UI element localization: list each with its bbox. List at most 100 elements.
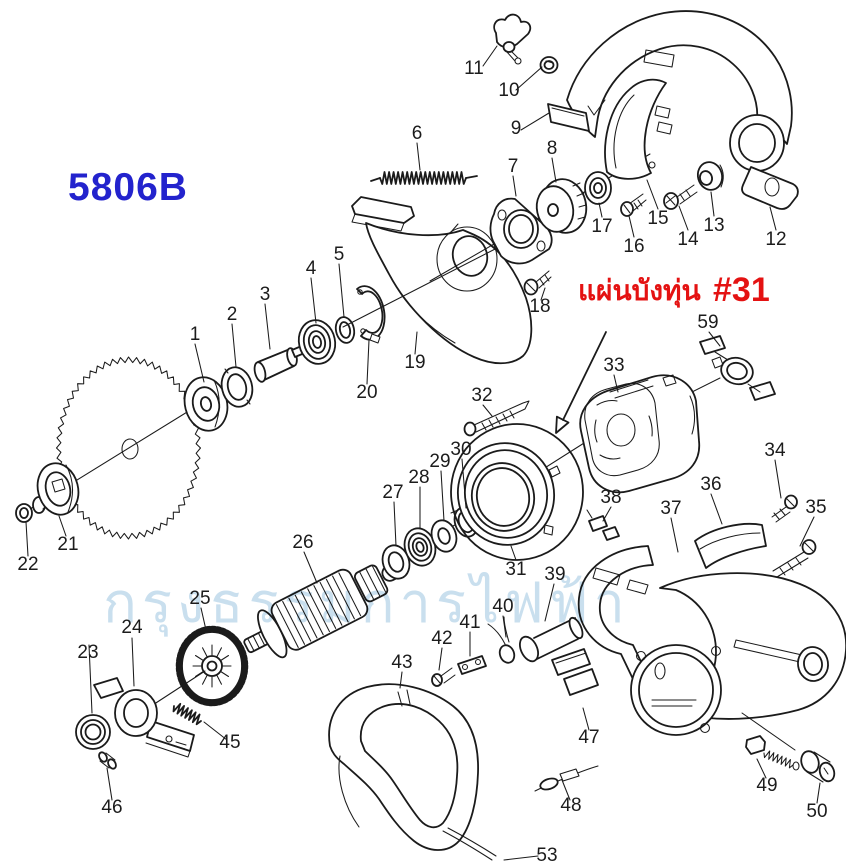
part-10-nut bbox=[539, 56, 559, 74]
leader-line bbox=[366, 339, 370, 385]
part-label-22: 22 bbox=[17, 554, 38, 575]
part-45-spring bbox=[172, 702, 202, 726]
model-number: 5806B bbox=[68, 166, 188, 209]
leader-line bbox=[816, 782, 821, 804]
part-label-2: 2 bbox=[227, 304, 238, 325]
part-31-baffle-plate bbox=[450, 442, 561, 546]
part-1-flange bbox=[183, 376, 229, 432]
part-label-15: 15 bbox=[647, 208, 668, 229]
part-label-38: 38 bbox=[600, 487, 621, 508]
part-label-4: 4 bbox=[306, 258, 317, 279]
part-label-27: 27 bbox=[382, 482, 403, 503]
part-label-1: 1 bbox=[190, 324, 201, 345]
part-label-43: 43 bbox=[391, 652, 412, 673]
part-label-12: 12 bbox=[765, 229, 786, 250]
part-23-bearing bbox=[75, 714, 111, 750]
highlight-circle-part-31 bbox=[450, 423, 584, 561]
part-label-14: 14 bbox=[677, 229, 699, 250]
leader-line bbox=[602, 506, 612, 522]
annotation-group: แผ่นบังทุ่น #31 bbox=[450, 271, 770, 561]
part-label-46: 46 bbox=[101, 797, 122, 818]
part-label-37: 37 bbox=[660, 498, 681, 519]
part-label-47: 47 bbox=[578, 727, 599, 748]
leader-lines-layer bbox=[25, 45, 821, 861]
leader-line bbox=[613, 374, 619, 393]
part-label-29: 29 bbox=[429, 451, 450, 472]
part-label-45: 45 bbox=[219, 732, 240, 753]
part-43-handle bbox=[328, 683, 479, 851]
part-21-outer-flange bbox=[36, 462, 80, 516]
part-46-pin bbox=[98, 751, 117, 770]
leader-line bbox=[598, 202, 603, 218]
leader-line bbox=[774, 459, 782, 499]
leader-line bbox=[231, 323, 237, 368]
leader-line bbox=[461, 458, 467, 509]
part-59-brush-holder bbox=[699, 335, 776, 401]
part-label-40: 40 bbox=[492, 596, 513, 617]
leader-line bbox=[200, 607, 207, 631]
brush-cap-line bbox=[741, 712, 796, 751]
part-2-inner-flange bbox=[220, 366, 254, 408]
part-9-plate bbox=[547, 103, 590, 132]
leader-line bbox=[194, 343, 205, 383]
part-label-17: 17 bbox=[591, 216, 612, 237]
part-label-48: 48 bbox=[560, 795, 581, 816]
leader-line bbox=[756, 758, 767, 779]
part-7-bearing-box bbox=[489, 197, 553, 265]
part-48-cord bbox=[534, 765, 599, 792]
leader-line bbox=[582, 707, 590, 731]
part-label-3: 3 bbox=[260, 284, 271, 305]
leader-line bbox=[544, 583, 555, 622]
part-label-53: 53 bbox=[536, 845, 557, 863]
part-label-41: 41 bbox=[459, 612, 480, 633]
leader-line bbox=[646, 179, 659, 210]
part-14-bolt bbox=[663, 184, 698, 210]
part-labels-layer: 1234567891011121314151617181920212223242… bbox=[17, 58, 827, 863]
part-label-32: 32 bbox=[471, 385, 492, 406]
part-label-30: 30 bbox=[450, 439, 471, 460]
part-29-washer bbox=[430, 519, 458, 553]
part-17-bearing bbox=[584, 171, 612, 205]
part-26-armature bbox=[243, 560, 410, 659]
leader-line bbox=[628, 215, 635, 238]
watermark-text: กรุงธรรมการไฟฟ้า bbox=[103, 571, 630, 637]
leader-line bbox=[416, 142, 421, 171]
leader-line bbox=[264, 303, 271, 350]
part-label-36: 36 bbox=[700, 474, 721, 495]
part-label-8: 8 bbox=[547, 138, 558, 159]
part-label-20: 20 bbox=[356, 382, 377, 403]
part-16-screw bbox=[620, 193, 647, 217]
part-label-5: 5 bbox=[334, 244, 345, 265]
leader-line bbox=[399, 671, 403, 689]
part-49-carbon-brush bbox=[745, 735, 800, 771]
leader-line bbox=[88, 644, 93, 714]
part-label-16: 16 bbox=[623, 236, 644, 257]
part-label-35: 35 bbox=[805, 497, 826, 518]
leader-line bbox=[502, 615, 507, 638]
leader-line bbox=[438, 647, 443, 671]
leader-line bbox=[670, 517, 679, 553]
leader-line bbox=[512, 175, 517, 197]
leader-line bbox=[25, 521, 29, 557]
part-8-knurled-nut bbox=[535, 178, 588, 234]
leader-line bbox=[203, 721, 228, 741]
leader-line bbox=[131, 637, 135, 687]
part-label-39: 39 bbox=[544, 564, 565, 585]
annotation-arrow-shaft bbox=[562, 331, 607, 421]
part-label-31: 31 bbox=[505, 559, 526, 580]
part-34-screw bbox=[771, 494, 798, 523]
part-label-21: 21 bbox=[57, 534, 78, 555]
leader-line bbox=[551, 157, 557, 183]
leader-line bbox=[414, 331, 418, 355]
leader-line bbox=[338, 263, 345, 318]
part-label-59: 59 bbox=[697, 312, 718, 333]
part-label-10: 10 bbox=[498, 80, 519, 101]
part-32-screw bbox=[463, 400, 530, 437]
part-41-plate bbox=[457, 655, 487, 675]
annotation-part-ref: #31 bbox=[713, 271, 770, 309]
part-13-spacer bbox=[696, 161, 724, 191]
part-27-washer bbox=[381, 544, 411, 580]
part-label-26: 26 bbox=[292, 532, 313, 553]
leader-line bbox=[503, 855, 539, 861]
part-53-cable bbox=[442, 827, 497, 861]
